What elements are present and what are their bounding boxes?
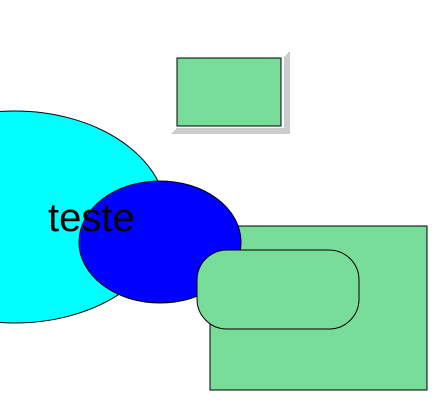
- frame-outer-lines: [172, 52, 290, 134]
- green-rounded-rectangle[interactable]: [196, 249, 360, 330]
- teste-text[interactable]: teste: [48, 196, 135, 240]
- green-rectangle-small[interactable]: [176, 57, 282, 127]
- frame-inner-lines: [176, 56, 286, 130]
- framed-rectangle[interactable]: [172, 52, 290, 134]
- frame-middle-lines: [174, 54, 288, 132]
